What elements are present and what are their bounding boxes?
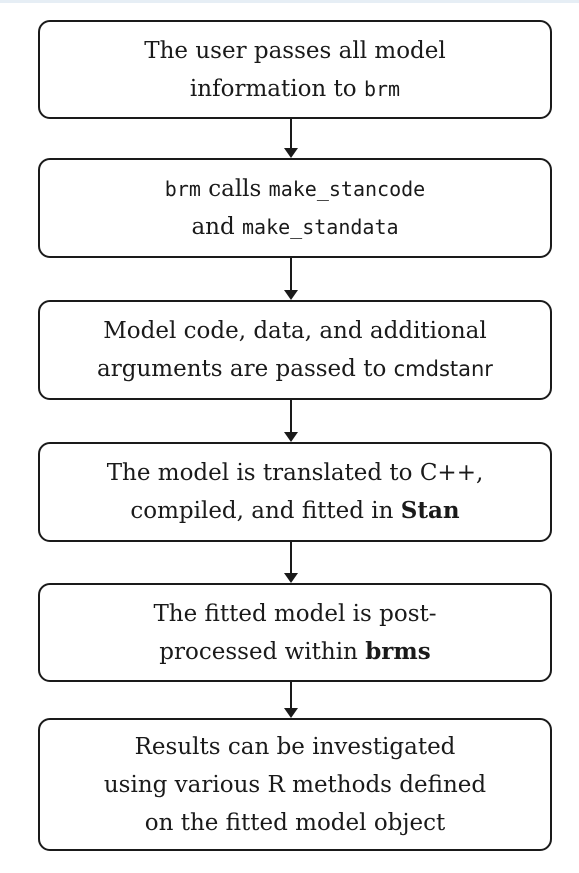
step-6-line-1-text: Results can be investigated xyxy=(134,733,456,760)
step-6-line-1: Results can be investigated xyxy=(135,728,456,766)
arrow-down-2 xyxy=(284,258,298,300)
step-1-line-2: information to brm xyxy=(190,70,400,108)
stan-term: Stan xyxy=(400,497,460,524)
arrow-down-3 xyxy=(284,400,298,442)
step-5-line-1-text: The fitted model is post- xyxy=(153,600,437,627)
step-4-line-1-text: The model is translated to C++, xyxy=(106,460,484,486)
step-box-user-passes-info: The user passes all model information to… xyxy=(38,20,552,119)
arrow-down-2-head xyxy=(284,290,298,300)
step-3-line-2-text: arguments are passed to xyxy=(97,356,394,382)
step-box-results-investigated: Results can be investigated using variou… xyxy=(38,718,552,851)
arrow-down-5 xyxy=(284,682,298,718)
arrow-down-1-shaft xyxy=(290,119,292,149)
step-box-passed-to-cmdstanr: Model code, data, and additional argumen… xyxy=(38,300,552,400)
step-3-line-1-text: Model code, data, and additional xyxy=(103,318,487,344)
step-3-line-1: Model code, data, and additional xyxy=(103,312,487,350)
arrow-down-1 xyxy=(284,119,298,158)
step-6-line-3: on the fitted model object xyxy=(145,804,446,842)
arrow-down-2-shaft xyxy=(290,258,292,291)
step-6-line-2-text: using various R methods defined xyxy=(103,771,487,798)
arrow-down-5-shaft xyxy=(290,682,292,709)
arrow-down-5-head xyxy=(284,708,298,718)
step-box-post-processed: The fitted model is post- processed with… xyxy=(38,583,552,682)
cmdstanr-term: cmdstanr xyxy=(393,357,493,381)
brm-code-term: brm xyxy=(363,76,401,101)
step-1-line-1: The user passes all model xyxy=(144,32,445,70)
make-standata-code-term: make_standata xyxy=(242,215,399,239)
step-5-line-2-text: processed within xyxy=(159,638,366,665)
step-3-line-2: arguments are passed to cmdstanr xyxy=(97,350,493,388)
step-5-line-1: The fitted model is post- xyxy=(153,595,436,633)
arrow-down-3-head xyxy=(284,432,298,442)
brm-code-term: brm xyxy=(164,177,201,201)
step-2-line-2: and make_standata xyxy=(191,208,398,246)
step-1-line-2-text: information to xyxy=(189,75,364,102)
step-5-line-2: processed within brms xyxy=(159,633,430,671)
step-box-translated-compiled-fitted: The model is translated to C++, compiled… xyxy=(38,442,552,542)
arrow-down-3-shaft xyxy=(290,400,292,433)
top-rule xyxy=(0,0,579,3)
step-box-brm-calls: brm calls make_stancode and make_standat… xyxy=(38,158,552,258)
arrow-down-4 xyxy=(284,542,298,583)
brms-term: brms xyxy=(365,637,431,665)
step-1-line-1-text: The user passes all model xyxy=(144,37,446,64)
arrow-down-1-head xyxy=(284,148,298,158)
step-4-line-1: The model is translated to C++, xyxy=(107,454,484,492)
step-2-line-1-text: calls xyxy=(200,176,269,202)
make-stancode-code-term: make_stancode xyxy=(268,177,426,201)
step-2-line-2-text: and xyxy=(191,214,242,240)
step-6-line-3-text: on the fitted model object xyxy=(144,809,446,836)
step-2-line-1: brm calls make_stancode xyxy=(165,170,425,208)
step-6-line-2: using various R methods defined xyxy=(104,766,486,804)
step-4-line-2: compiled, and fitted in Stan xyxy=(130,492,459,530)
step-4-line-2-text: compiled, and fitted in xyxy=(130,498,401,524)
arrow-down-4-shaft xyxy=(290,542,292,574)
arrow-down-4-head xyxy=(284,573,298,583)
